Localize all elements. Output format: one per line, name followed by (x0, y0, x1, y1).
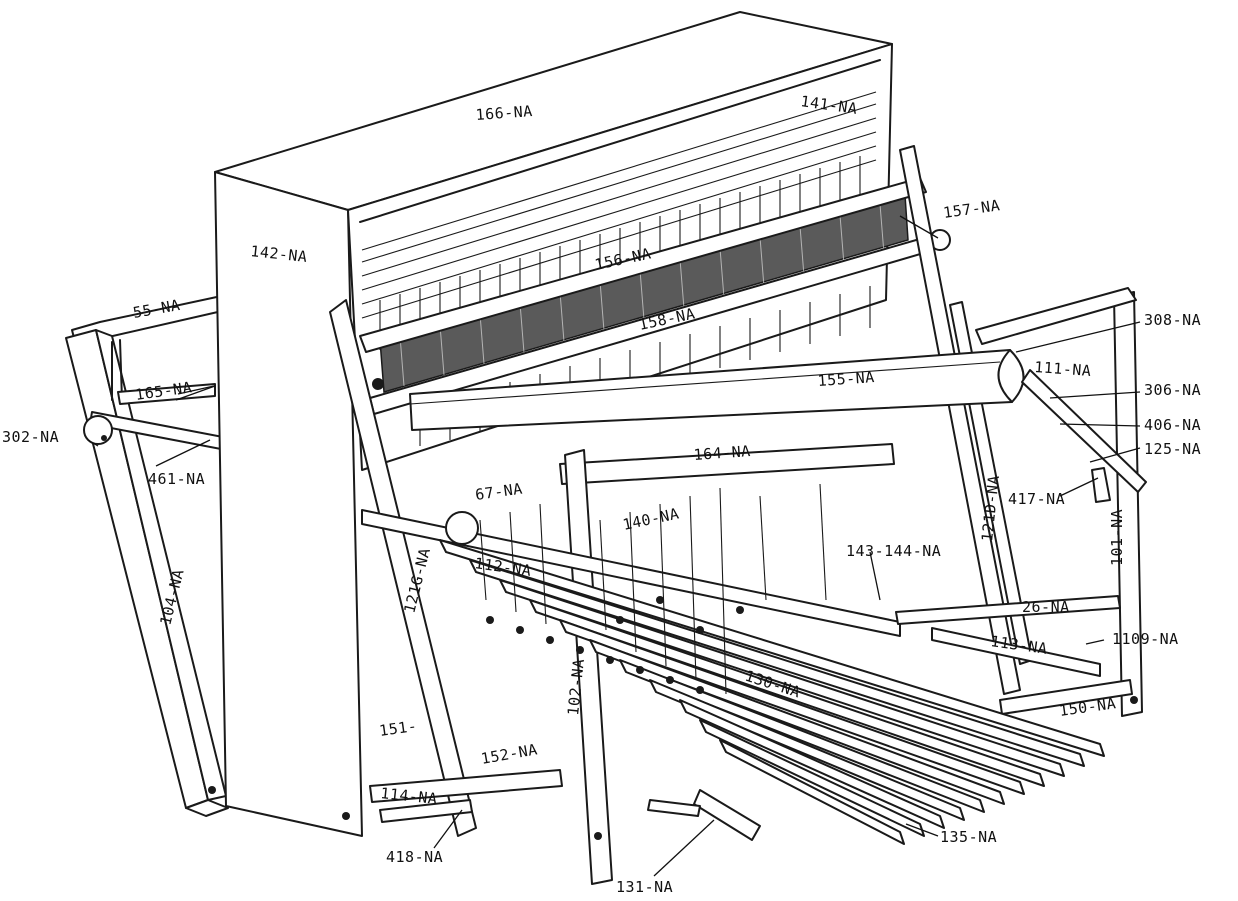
left-side-frame (65, 291, 273, 817)
label-114: 114-NA (380, 784, 439, 808)
label-157: 157-NA (942, 196, 1001, 222)
part-labels: 166-NA 141-NA 142-NA 157-NA 156-NA 55-NA… (2, 92, 1201, 896)
treadles (439, 483, 1121, 845)
label-125: 125-NA (1144, 440, 1201, 458)
label-152: 152-NA (480, 740, 539, 768)
label-1109: 1109-NA (1112, 630, 1179, 648)
label-306: 306-NA (1144, 381, 1201, 399)
reed-heddle-band (359, 177, 951, 446)
label-135: 135-NA (940, 828, 997, 846)
label-26: 26-NA (1022, 598, 1070, 616)
label-151: 151- (378, 717, 418, 740)
label-164: 164-NA (693, 442, 751, 464)
label-418: 418-NA (386, 848, 443, 866)
label-111: 111-NA (1034, 358, 1092, 380)
label-140: 140-NA (621, 504, 681, 533)
label-143-144: 143-144-NA (846, 542, 941, 560)
label-417: 417-NA (1008, 490, 1065, 508)
label-102: 102-NA (564, 658, 588, 717)
label-131: 131-NA (616, 878, 673, 896)
breast-beam (409, 349, 1147, 503)
label-302: 302-NA (2, 428, 59, 446)
label-101: 101-NA (1108, 509, 1126, 566)
label-461: 461-NA (148, 470, 205, 488)
front-upright-frame (329, 299, 901, 885)
label-165: 165-NA (134, 378, 193, 404)
label-155: 155-NA (817, 368, 875, 390)
label-142: 142-NA (250, 242, 309, 266)
label-406: 406-NA (1144, 416, 1201, 434)
label-67: 67-NA (474, 480, 524, 504)
label-308: 308-NA (1144, 311, 1201, 329)
label-166: 166-NA (475, 102, 533, 124)
leader-lines (87, 215, 1141, 877)
